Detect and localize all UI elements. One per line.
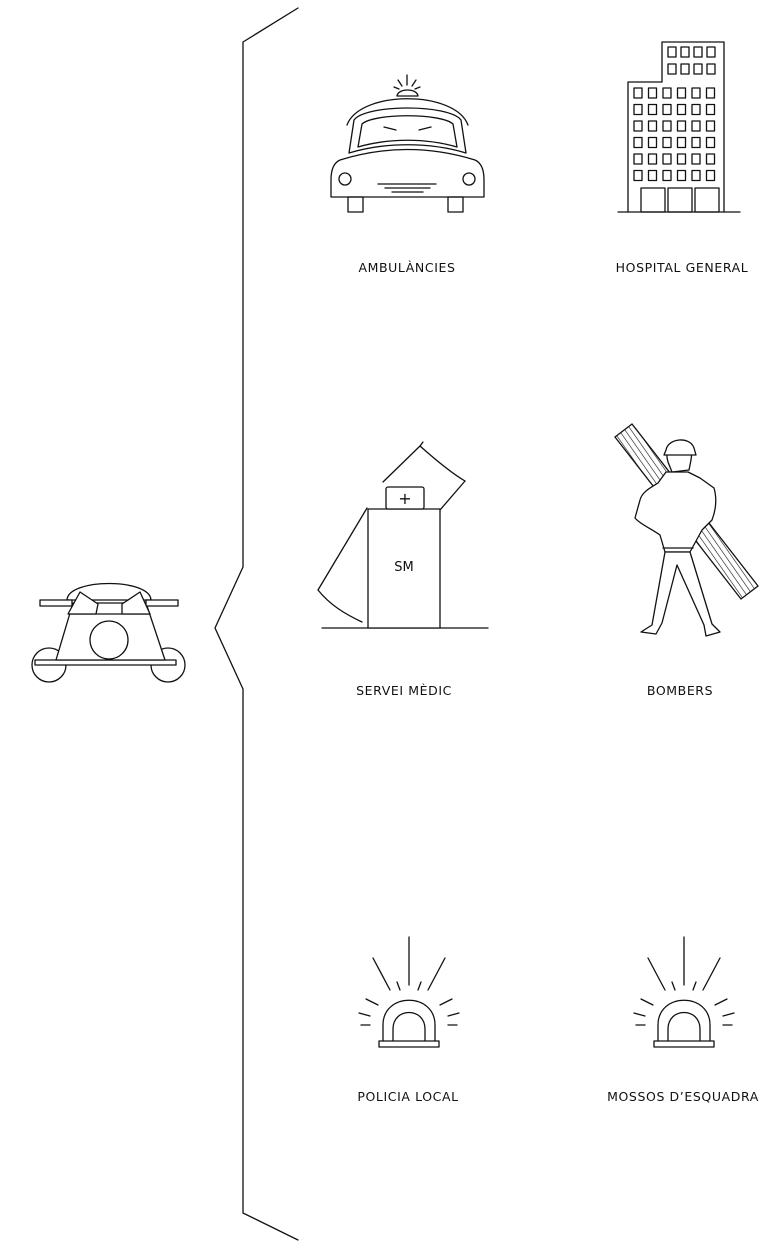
hospital-window (678, 105, 686, 115)
hospital-window (707, 171, 715, 181)
hospital-window (678, 138, 686, 148)
hospital-window (681, 47, 689, 57)
hospital-window (707, 64, 715, 74)
hospital-window (707, 121, 715, 131)
label-servei-medic: SERVEI MÈDIC (356, 683, 452, 698)
hospital-window (663, 154, 671, 164)
hospital-window (707, 47, 715, 57)
hospital-window (634, 88, 642, 98)
label-hospital-general: HOSPITAL GENERAL (616, 260, 749, 275)
hospital-window (681, 64, 689, 74)
hospital-window (649, 138, 657, 148)
hospital-window (649, 105, 657, 115)
firefighter-icon (615, 424, 758, 636)
label-ambulancies: AMBULÀNCIES (358, 260, 455, 275)
hospital-window (634, 154, 642, 164)
hospital-window (707, 88, 715, 98)
medical-cross: + (398, 489, 411, 508)
hospital-window (663, 138, 671, 148)
hospital-window (692, 154, 700, 164)
curly-brace (215, 8, 298, 1240)
label-mossos-desquadra: MOSSOS D’ESQUADRA (607, 1089, 759, 1104)
hospital-window (649, 154, 657, 164)
hospital-window (678, 88, 686, 98)
hospital-window (692, 88, 700, 98)
hospital-window (707, 138, 715, 148)
telephone-icon (32, 584, 185, 683)
medical-service-icon: + SM (318, 442, 488, 628)
hospital-window (668, 47, 676, 57)
police-siren-icon (359, 937, 459, 1047)
hospital-window (649, 171, 657, 181)
hospital-building-icon (618, 42, 740, 212)
sm-text: SM (394, 560, 413, 575)
hospital-window (649, 88, 657, 98)
hospital-window (692, 105, 700, 115)
hospital-window (694, 64, 702, 74)
hospital-window (649, 121, 657, 131)
hospital-window (663, 171, 671, 181)
hospital-window (634, 171, 642, 181)
label-policia-local: POLICIA LOCAL (357, 1089, 458, 1104)
hospital-window (634, 121, 642, 131)
hospital-window (678, 171, 686, 181)
hospital-window (634, 138, 642, 148)
hospital-window (678, 121, 686, 131)
hospital-window (707, 105, 715, 115)
police-siren-icon (634, 937, 734, 1047)
hospital-window (663, 121, 671, 131)
hospital-window (707, 154, 715, 164)
hospital-window (694, 47, 702, 57)
hospital-window (692, 138, 700, 148)
hospital-window (668, 64, 676, 74)
hospital-window (678, 154, 686, 164)
hospital-window (634, 105, 642, 115)
hospital-window (692, 121, 700, 131)
hospital-window (663, 105, 671, 115)
hospital-window (663, 88, 671, 98)
label-bombers: BOMBERS (647, 683, 713, 698)
hospital-window (692, 171, 700, 181)
ambulance-icon (331, 75, 484, 212)
